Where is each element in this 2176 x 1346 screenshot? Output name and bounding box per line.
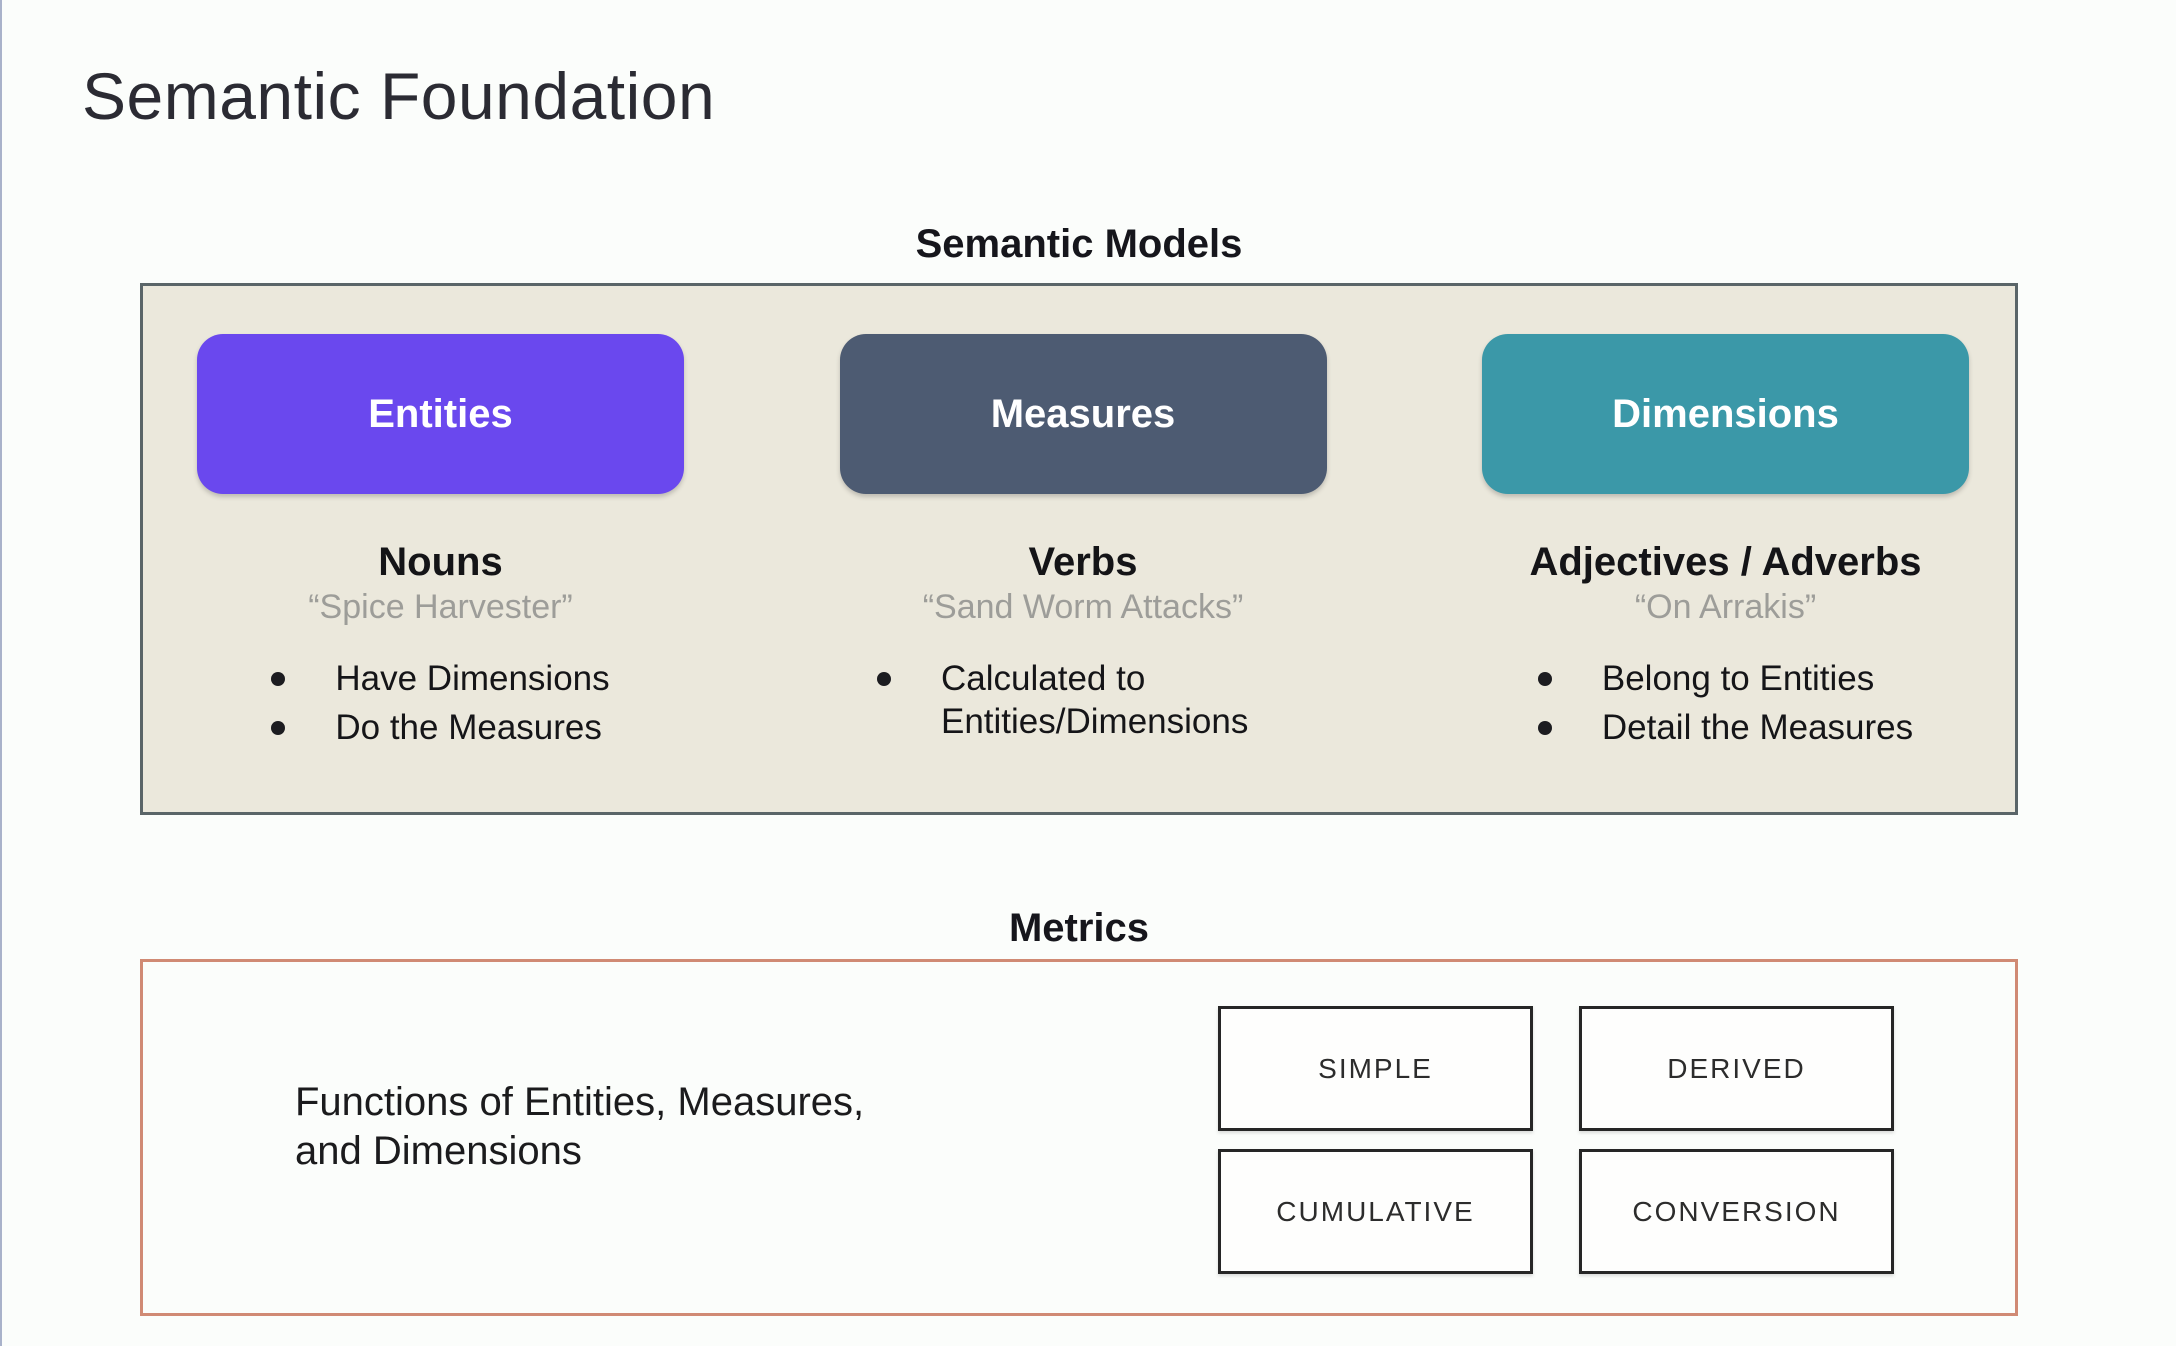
- entities-column: Entities Nouns “Spice Harvester” Have Di…: [197, 286, 684, 812]
- entities-pill: Entities: [197, 334, 684, 494]
- measures-pill: Measures: [839, 334, 1327, 494]
- bullet-item: Do the Measures: [271, 706, 609, 749]
- bullet-item: Have Dimensions: [271, 657, 610, 700]
- metrics-description-line2: and Dimensions: [295, 1128, 582, 1173]
- bullet-text: Have Dimensions: [335, 659, 610, 698]
- bullet-dot-icon: [271, 721, 286, 736]
- metrics-heading: Metrics: [1008, 906, 1150, 950]
- cumulative-metric-box: CUMULATIVE: [1218, 1149, 1533, 1274]
- entities-example-quote: “Spice Harvester”: [308, 588, 573, 626]
- bullet-item: Detail the Measures: [1537, 706, 1914, 749]
- semantic-models-panel: Entities Nouns “Spice Harvester” Have Di…: [140, 283, 2018, 815]
- dimensions-pill: Dimensions: [1482, 334, 1969, 494]
- bullet-text: Calculated to Entities/Dimensions: [941, 659, 1249, 742]
- metrics-description-line1: Functions of Entities, Measures,: [295, 1080, 865, 1124]
- page-title: Semantic Foundation: [82, 59, 716, 133]
- bullet-text: Belong to Entities: [1601, 659, 1875, 698]
- bullet-text: Detail the Measures: [1601, 708, 1914, 748]
- measures-bullet-list: Calculated to Entities/Dimensions: [877, 657, 1289, 744]
- measures-word-type: Verbs: [1028, 540, 1138, 584]
- bullet-dot-icon: [271, 672, 286, 686]
- simple-metric-box: SIMPLE: [1218, 1006, 1533, 1131]
- measures-column: Measures Verbs “Sand Worm Attacks” Calcu…: [839, 286, 1327, 812]
- bullet-dot-icon: [1537, 672, 1552, 686]
- dimensions-column: Dimensions Adjectives / Adverbs “On Arra…: [1482, 286, 1969, 812]
- bullet-dot-icon: [877, 672, 891, 686]
- bullet-dot-icon: [1537, 721, 1552, 736]
- derived-metric-box: DERIVED: [1579, 1006, 1894, 1131]
- conversion-metric-box: CONVERSION: [1579, 1149, 1894, 1274]
- semantic-models-heading: Semantic Models: [915, 222, 1243, 266]
- bullet-text: Do the Measures: [335, 708, 602, 748]
- bullet-item: Belong to Entities: [1537, 657, 1913, 700]
- window-edge-line: [0, 0, 2, 1346]
- metric-type-grid: SIMPLE DERIVED CUMULATIVE CONVERSION: [1218, 1006, 1894, 1274]
- metrics-description: Functions of Entities, Measures, and Dim…: [295, 1078, 864, 1176]
- metric-type-label: SIMPLE: [1318, 1052, 1433, 1084]
- metric-type-label: CUMULATIVE: [1276, 1195, 1475, 1227]
- dimensions-word-type: Adjectives / Adverbs: [1529, 540, 1922, 584]
- entities-bullet-list: Have Dimensions Do the Measures: [271, 657, 610, 750]
- metric-type-label: CONVERSION: [1632, 1195, 1841, 1227]
- entities-word-type: Nouns: [378, 540, 503, 584]
- metric-type-label: DERIVED: [1667, 1052, 1806, 1084]
- dimensions-bullet-list: Belong to Entities Detail the Measures: [1537, 657, 1914, 750]
- bullet-item: Calculated to Entities/Dimensions: [877, 657, 1289, 744]
- metrics-panel: Functions of Entities, Measures, and Dim…: [140, 959, 2018, 1316]
- measures-example-quote: “Sand Worm Attacks”: [922, 588, 1244, 626]
- dimensions-example-quote: “On Arrakis”: [1634, 588, 1817, 626]
